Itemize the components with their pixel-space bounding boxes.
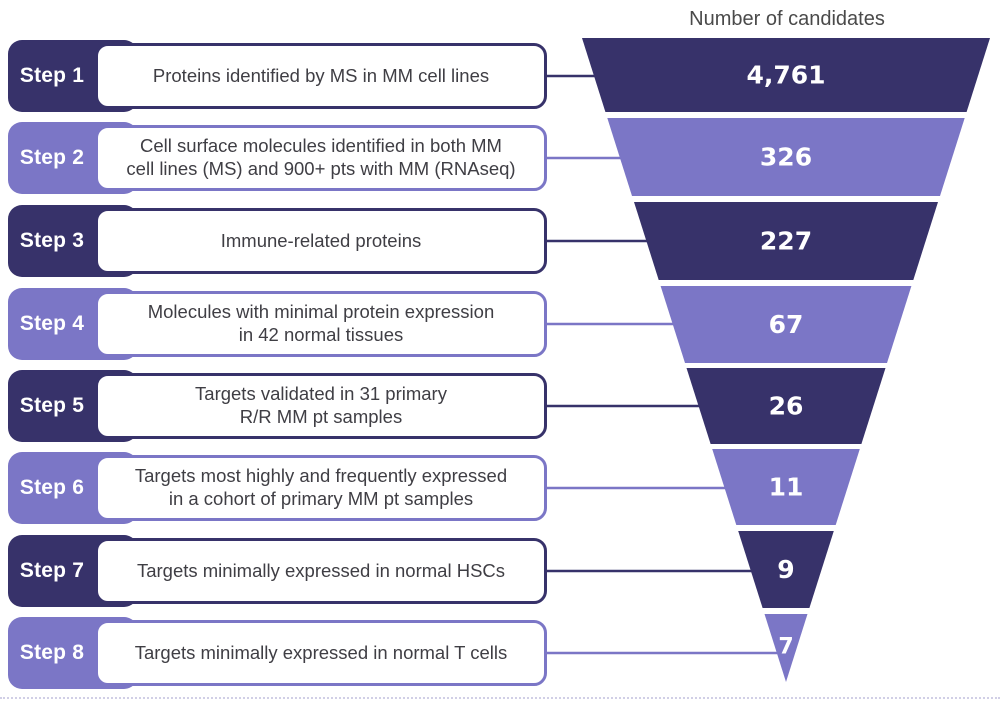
step-description-box: Proteins identified by MS in MM cell lin… bbox=[95, 43, 547, 109]
step-description: Molecules with minimal protein expressio… bbox=[147, 301, 495, 345]
step-description-box: Targets validated in 31 primary R/R MM p… bbox=[95, 373, 547, 439]
funnel-segment-5 bbox=[686, 368, 886, 444]
funnel-value-4: 67 bbox=[769, 310, 804, 339]
funnel-segment-2 bbox=[607, 118, 965, 196]
step-description: Targets validated in 31 primary R/R MM p… bbox=[195, 383, 447, 427]
step-row-7: Step 7 Targets minimally expressed in nor… bbox=[8, 535, 547, 607]
funnel-segment-8 bbox=[764, 614, 808, 682]
funnel-title: Number of candidates bbox=[689, 8, 885, 30]
step-description-box: Targets minimally expressed in normal T … bbox=[95, 620, 547, 686]
funnel-segment-6 bbox=[712, 449, 860, 525]
funnel-value-6: 11 bbox=[769, 473, 804, 502]
step-row-1: Step 1 Proteins identified by MS in MM ce… bbox=[8, 40, 547, 112]
funnel-value-5: 26 bbox=[769, 392, 804, 421]
step-label: Step 6 bbox=[19, 476, 85, 499]
step-label: Step 3 bbox=[19, 229, 85, 252]
funnel-value-2: 326 bbox=[760, 143, 812, 172]
step-row-2: Step 2 Cell surface molecules identified … bbox=[8, 122, 547, 194]
step-label: Step 8 bbox=[19, 641, 85, 664]
step-description-box: Targets most highly and frequently expre… bbox=[95, 455, 547, 521]
step-row-8: Step 8 Targets minimally expressed in nor… bbox=[8, 617, 547, 689]
funnel-value-1: 4,761 bbox=[746, 61, 825, 90]
step-description: Proteins identified by MS in MM cell lin… bbox=[152, 64, 490, 86]
step-description-box: Immune-related proteins bbox=[95, 208, 547, 274]
funnel-value-7: 9 bbox=[777, 555, 794, 584]
funnel-segment-3 bbox=[634, 202, 938, 280]
step-description: Immune-related proteins bbox=[220, 229, 422, 251]
step-row-5: Step 5 Targets validated in 31 primary R/… bbox=[8, 370, 547, 442]
step-description: Targets most highly and frequently expre… bbox=[134, 465, 508, 509]
step-description-box: Molecules with minimal protein expressio… bbox=[95, 291, 547, 357]
funnel-value-8: 7 bbox=[778, 635, 793, 660]
funnel-segment-7 bbox=[738, 531, 834, 608]
step-description-box: Cell surface molecules identified in bot… bbox=[95, 125, 547, 191]
funnel-segment-1 bbox=[582, 38, 990, 112]
bottom-divider bbox=[0, 697, 1000, 699]
step-description: Targets minimally expressed in normal T … bbox=[134, 641, 508, 663]
step-row-4: Step 4 Molecules with minimal protein exp… bbox=[8, 288, 547, 360]
step-label: Step 1 bbox=[19, 64, 85, 87]
step-description: Cell surface molecules identified in bot… bbox=[126, 135, 516, 179]
funnel-segment-4 bbox=[660, 286, 912, 363]
step-label: Step 4 bbox=[19, 312, 85, 335]
step-description-box: Targets minimally expressed in normal HS… bbox=[95, 538, 547, 604]
step-label: Step 5 bbox=[19, 394, 85, 417]
funnel-value-3: 227 bbox=[760, 227, 812, 256]
step-label: Step 2 bbox=[19, 146, 85, 169]
step-description: Targets minimally expressed in normal HS… bbox=[136, 559, 506, 581]
step-row-6: Step 6 Targets most highly and frequently… bbox=[8, 452, 547, 524]
step-label: Step 7 bbox=[19, 559, 85, 582]
step-row-3: Step 3 Immune-related proteins bbox=[8, 205, 547, 277]
